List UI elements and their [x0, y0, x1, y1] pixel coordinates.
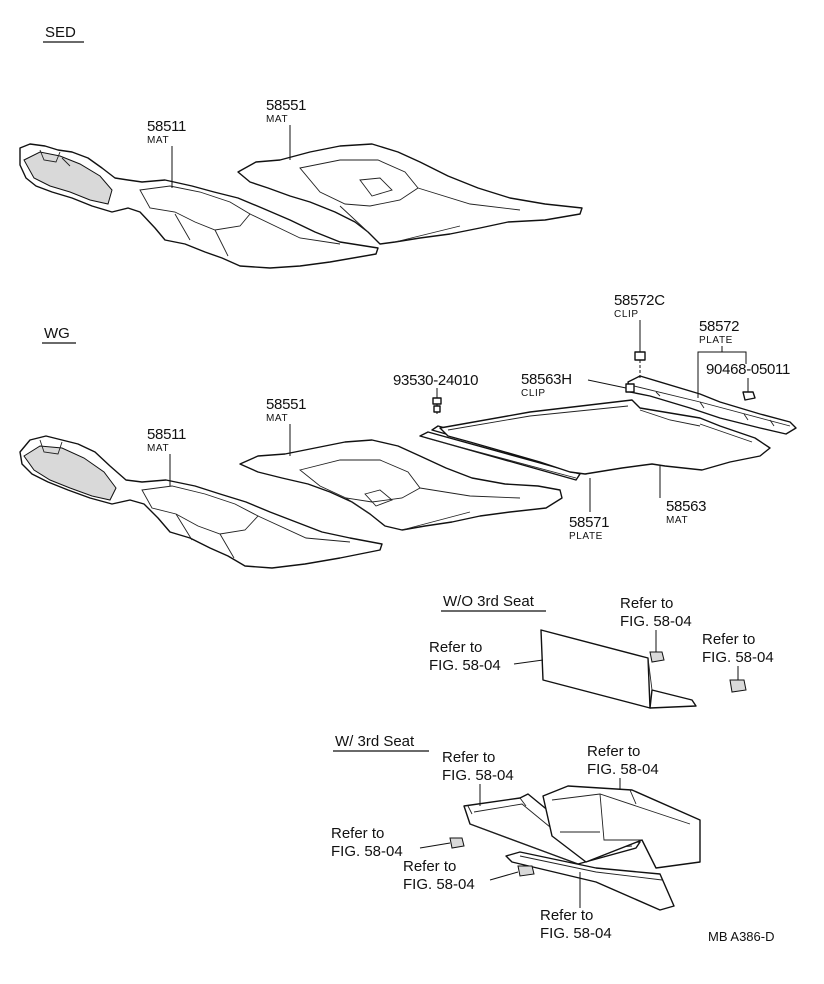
sed-rear-mat-number: 58551	[266, 97, 306, 114]
sed-rear-mat-name: MAT	[266, 114, 288, 125]
w-3rd-seat-lower-plate	[505, 851, 675, 911]
ref-3-line1: Refer to	[702, 631, 755, 648]
wg-cargo-mat-name: MAT	[666, 515, 688, 526]
wg-front-mat	[19, 435, 383, 569]
ref-callout-1: Refer to FIG. 58-04	[620, 595, 692, 652]
ref-5-line2: FIG. 58-04	[587, 761, 659, 778]
ref-1-line2: FIG. 58-04	[620, 613, 692, 630]
ref-callout-4: Refer to FIG. 58-04	[442, 749, 514, 806]
ref-2-line1: Refer to	[429, 639, 482, 656]
wg-cargo-mat	[439, 399, 771, 475]
ref-7-line2: FIG. 58-04	[403, 876, 475, 893]
diagram-code: MB A386-D	[708, 929, 774, 944]
sed-front-mat-name: MAT	[147, 135, 169, 146]
ref-8-line1: Refer to	[540, 907, 593, 924]
wg-clip-58563h	[625, 383, 635, 393]
wg-clip-h-leader	[587, 379, 627, 389]
ref-4-line2: FIG. 58-04	[442, 767, 514, 784]
wg-clip-c-number: 58572C	[614, 292, 665, 309]
w-3rd-seat-tray	[542, 785, 701, 869]
wg-cargo-mat-number: 58563	[666, 498, 706, 515]
ref-3-line2: FIG. 58-04	[702, 649, 774, 666]
wg-rear-mat-name: MAT	[266, 413, 288, 424]
wg-plate-572-name: PLATE	[699, 335, 733, 346]
wg-plate-58572	[627, 375, 797, 435]
w-3rd-seat-clip-b	[517, 865, 535, 877]
wg-bolt-number: 93530-24010	[393, 372, 478, 389]
wg-front-mat-name: MAT	[147, 443, 169, 454]
wo-3rd-seat-clip-b	[729, 679, 747, 693]
sed-front-mat	[19, 143, 379, 269]
wg-rear-mat	[239, 439, 563, 531]
sed-rear-mat	[237, 143, 583, 245]
ref-callout-2: Refer to FIG. 58-04	[429, 639, 544, 674]
wg-clip-h-number: 58563H	[521, 371, 572, 388]
wg-clip-h-name: CLIP	[521, 388, 546, 399]
wg-clip-c-name: CLIP	[614, 309, 639, 320]
ref-7-line1: Refer to	[403, 858, 456, 875]
w-3rd-seat-clip-a	[449, 837, 465, 849]
wg-nut-90468	[742, 391, 756, 401]
wg-plate-572-leader	[697, 346, 747, 398]
section-label-wo-3rd-seat: W/O 3rd Seat	[443, 593, 535, 610]
sed-front-mat-number: 58511	[147, 118, 186, 135]
ref-6-line1: Refer to	[331, 825, 384, 842]
ref-callout-3: Refer to FIG. 58-04	[702, 631, 774, 680]
section-label-w-3rd-seat: W/ 3rd Seat	[335, 733, 415, 750]
ref-2-line2: FIG. 58-04	[429, 657, 501, 674]
ref-callout-8: Refer to FIG. 58-04	[540, 872, 612, 942]
wg-clip-58572c	[634, 351, 646, 378]
ref-callout-6: Refer to FIG. 58-04	[331, 825, 451, 860]
wg-plate-571-number: 58571	[569, 514, 609, 531]
wo-3rd-seat-clip-a	[649, 651, 665, 663]
section-label-sed: SED	[45, 24, 76, 41]
ref-4-line1: Refer to	[442, 749, 495, 766]
ref-6-line2: FIG. 58-04	[331, 843, 403, 860]
wg-nut-number: 90468-05011	[706, 361, 790, 378]
ref-1-line1: Refer to	[620, 595, 673, 612]
wg-plate-572-number: 58572	[699, 318, 739, 335]
wo-3rd-seat-board	[540, 629, 697, 709]
wg-rear-mat-number: 58551	[266, 396, 306, 413]
wg-plate-571-name: PLATE	[569, 531, 603, 542]
section-label-wg: WG	[44, 325, 70, 342]
ref-5-line1: Refer to	[587, 743, 640, 760]
ref-callout-5: Refer to FIG. 58-04	[587, 743, 659, 790]
wg-front-mat-number: 58511	[147, 426, 186, 443]
ref-callout-7: Refer to FIG. 58-04	[403, 858, 519, 893]
wg-bolt-93530	[432, 397, 442, 414]
ref-8-line2: FIG. 58-04	[540, 925, 612, 942]
